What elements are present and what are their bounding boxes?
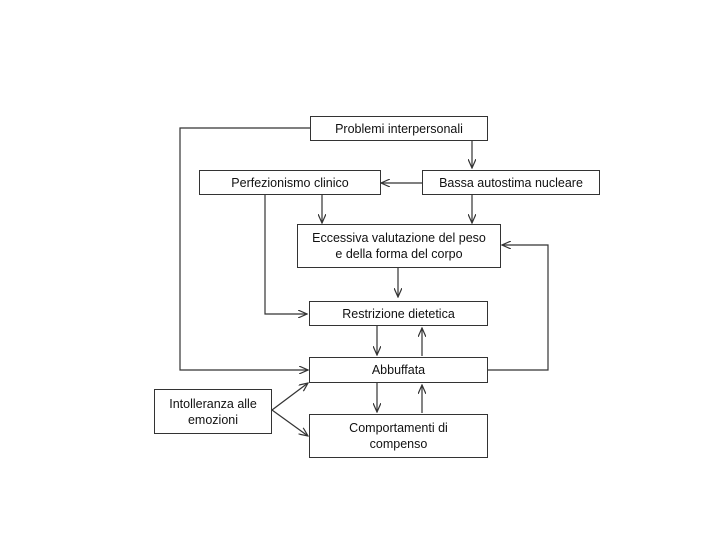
edge-problemi-abbuffata: [179, 127, 310, 370]
edge-intolleranza-compenso: [271, 409, 308, 436]
node-label: Problemi interpersonali: [335, 121, 463, 136]
node-eccessiva-valutazione: Eccessiva valutazione del peso e della f…: [297, 224, 501, 268]
node-restrizione-dietetica: Restrizione dietetica: [309, 301, 488, 326]
node-abbuffata: Abbuffata: [309, 357, 488, 383]
node-bassa-autostima: Bassa autostima nucleare: [422, 170, 600, 195]
edge-abbuffata-valutazione: [488, 245, 549, 371]
node-problemi-interpersonali: Problemi interpersonali: [310, 116, 488, 141]
node-comportamenti-compenso: Comportamenti di compenso: [309, 414, 488, 458]
edge-intolleranza-abbuffata: [271, 383, 308, 411]
edge-perfezionismo-restrizione: [264, 195, 307, 314]
node-intolleranza-emozioni: Intolleranza alle emozioni: [154, 389, 272, 434]
node-label: Intolleranza alle emozioni: [169, 396, 257, 427]
node-label: Eccessiva valutazione del peso e della f…: [312, 231, 486, 261]
node-label: Perfezionismo clinico: [231, 175, 349, 190]
node-label: Restrizione dietetica: [342, 306, 455, 321]
node-label: Abbuffata: [371, 363, 426, 377]
node-perfezionismo-clinico: Perfezionismo clinico: [199, 170, 381, 195]
node-label: Comportamenti di compenso: [349, 421, 448, 451]
node-label: Bassa autostima nucleare: [439, 175, 583, 190]
